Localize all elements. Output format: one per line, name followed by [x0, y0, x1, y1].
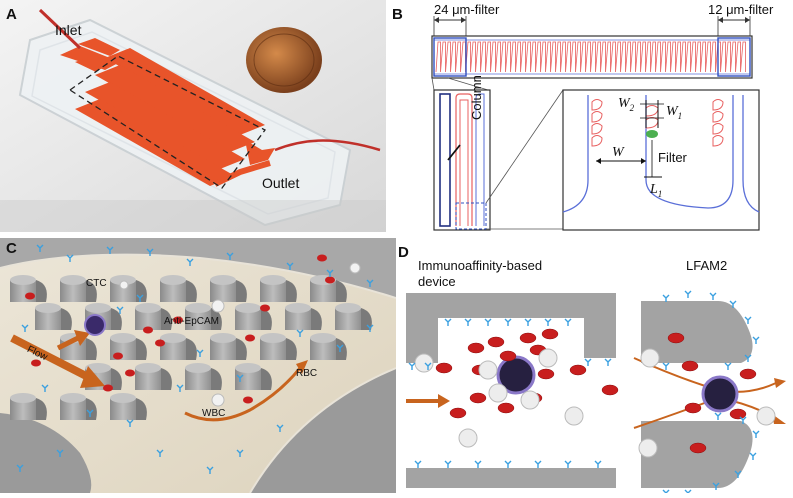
anti-epcam-label: Anti-EpCAM	[164, 316, 220, 327]
antibodies	[408, 290, 760, 497]
immuno-channel-top	[406, 293, 616, 363]
channel-schematic	[431, 16, 760, 231]
lfam2-post-bottom	[641, 421, 753, 488]
panel-d: D Immunoaffinity-based device LFAM2	[398, 238, 793, 497]
w2-label: W2	[618, 96, 635, 113]
filter-12-label: 12 μm-filter	[708, 2, 774, 17]
rbc-cells	[25, 254, 335, 404]
antibodies	[16, 244, 374, 474]
ctc-cell	[84, 314, 106, 336]
chip-3d-illustration	[0, 238, 397, 494]
filter-24-label: 24 μm-filter	[434, 2, 500, 17]
wbc-label: WBC	[202, 408, 226, 419]
chip-photo	[0, 0, 386, 232]
filter-posts	[591, 99, 724, 147]
panel-label-d: D	[398, 244, 409, 261]
panel-label-b: B	[392, 6, 403, 23]
column-label: Column	[469, 75, 484, 120]
blood-cells	[414, 328, 776, 458]
penny-coin	[246, 27, 322, 93]
device-comparison	[406, 290, 786, 497]
immuno-title-line2: device	[418, 274, 456, 289]
rbc-label: RBC	[296, 368, 318, 379]
filter-label: Filter	[658, 150, 687, 165]
w1-label: W1	[666, 104, 683, 121]
orange-channels	[75, 48, 265, 186]
serpentine-channels	[434, 39, 750, 75]
column-zoom-box	[433, 89, 491, 231]
outlet-tube	[274, 139, 381, 152]
immuno-channel-bottom	[406, 468, 616, 488]
panel-c: C CTC Anti-EpCAM Flow WBC RBC	[0, 238, 397, 494]
dashed-selection-box	[68, 55, 266, 189]
lfam2-post-top	[641, 301, 753, 363]
lfam2-ctc	[701, 375, 739, 413]
posts-array	[10, 275, 372, 420]
ctc-label: CTC	[86, 278, 107, 289]
rbc-path-arrow	[184, 367, 302, 422]
panel-a: A Inlet Outlet	[0, 0, 386, 232]
inlet-tube	[38, 8, 82, 50]
immuno-title-line1: Immunoaffinity-based	[418, 258, 543, 273]
w-label: W	[612, 145, 624, 160]
outlet-label: Outlet	[262, 175, 300, 191]
panel-b: B 24 μm-filter 12 μm-filter	[388, 0, 793, 232]
flow-arrow	[10, 334, 92, 382]
inlet-label: Inlet	[55, 22, 82, 38]
filter-zoom-box	[562, 89, 760, 231]
lfam2-title: LFAM2	[686, 258, 728, 273]
panel-label-c: C	[6, 240, 17, 257]
panel-label-a: A	[6, 6, 17, 23]
l1-label: L1	[650, 182, 663, 199]
